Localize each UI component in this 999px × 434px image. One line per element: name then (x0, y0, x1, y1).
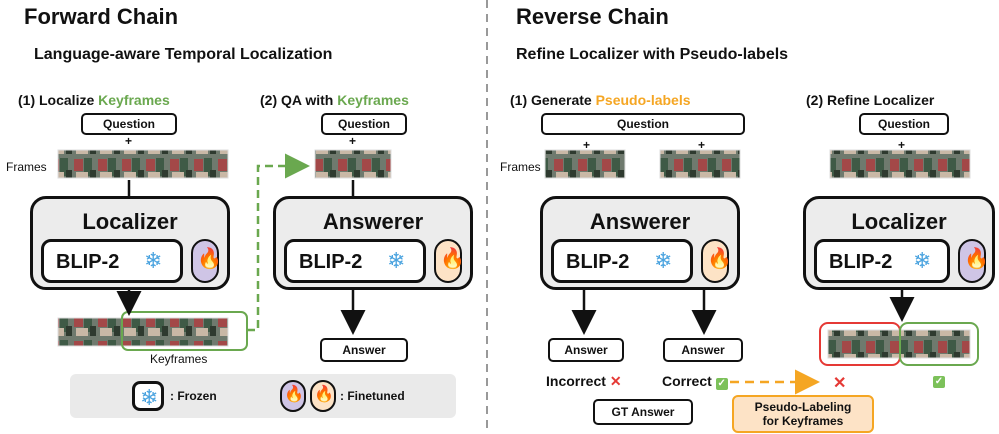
question-box-refine: Question (859, 113, 949, 135)
answerer-title: Answerer (589, 209, 691, 234)
blip2-module-frozen: BLIP-2 ❄ (814, 239, 950, 283)
arrow-keyframes-to-qa (247, 153, 310, 332)
localizer-title: Localizer (82, 209, 178, 234)
forward-step1-prefix: (1) Localize (18, 92, 95, 108)
localizer-block-reverse: Localizer BLIP-2 ❄ 🔥 (803, 196, 995, 290)
blip2-label: BLIP-2 (829, 251, 893, 273)
frames-strip-reverse-left (544, 149, 626, 179)
finetuned-adapter: 🔥 (434, 239, 465, 283)
pseudo-labeling-box: Pseudo-Labeling for Keyframes (732, 395, 874, 433)
finetuned-adapter: 🔥 (958, 239, 989, 283)
reverse-step1-prefix: (1) Generate (510, 92, 592, 108)
answer-box-1: Answer (548, 338, 624, 362)
snowflake-icon: ❄ (144, 248, 163, 273)
snowflake-icon: ❄ (387, 248, 406, 273)
snowflake-icon: ❄ (913, 248, 932, 273)
blip2-label: BLIP-2 (566, 251, 630, 273)
question-box-qa: Question (321, 113, 407, 135)
flame-icon: 🔥 (707, 248, 732, 270)
frames-strip-refine (829, 149, 971, 179)
plus-sign: + (898, 138, 906, 152)
finetuned-adapter: 🔥 (191, 239, 222, 283)
plus-sign: + (349, 134, 357, 148)
finetuned-adapter: 🔥 (701, 239, 732, 283)
forward-chain-subtitle: Language-aware Temporal Localization (34, 46, 333, 63)
plus-sign: + (698, 138, 706, 152)
legend-finetuned-swatch-a: 🔥 (280, 380, 306, 412)
forward-step1-highlight: Keyframes (98, 92, 170, 108)
forward-step1-heading: (1) Localize Keyframes (18, 92, 170, 108)
answerer-block: Answerer BLIP-2 ❄ 🔥 (273, 196, 473, 290)
blip2-module-frozen: BLIP-2 ❄ (551, 239, 693, 283)
incorrect-label: Incorrect (546, 373, 606, 389)
answerer-title: Answerer (322, 209, 424, 234)
frames-strip-reverse-right (659, 149, 741, 179)
answerer-block-reverse: Answerer BLIP-2 ❄ 🔥 (540, 196, 740, 290)
snowflake-icon: ❄ (654, 248, 673, 273)
question-box-generate: Question (541, 113, 745, 135)
forward-step2-heading: (2) QA with Keyframes (260, 92, 409, 108)
answer-box-2: Answer (663, 338, 743, 362)
checkmark-icon: ✓ (933, 376, 945, 388)
frames-strip-forward (57, 149, 229, 179)
blip2-module-frozen: BLIP-2 ❄ (284, 239, 426, 283)
legend: ❄ : Frozen 🔥 🔥 : Finetuned (70, 374, 456, 418)
question-box-localize: Question (81, 113, 177, 135)
flame-icon: 🔥 (314, 386, 334, 403)
cross-icon: ✕ (833, 375, 847, 392)
legend-finetuned-label: : Finetuned (340, 389, 405, 403)
legend-frozen-label: : Frozen (170, 389, 217, 403)
pseudo-labeling-line2: for Keyframes (762, 414, 844, 428)
legend-frozen-swatch: ❄ (132, 381, 164, 411)
flame-icon: 🔥 (440, 248, 465, 270)
localizer-title: Localizer (851, 209, 947, 234)
plus-sign: + (125, 134, 133, 148)
frames-strip-localized (57, 317, 229, 347)
blip2-label: BLIP-2 (56, 251, 120, 273)
reverse-step1-heading: (1) Generate Pseudo-labels (510, 92, 691, 108)
incorrect-result: Incorrect ✕ (546, 373, 622, 390)
gt-answer-box: GT Answer (593, 399, 693, 425)
snowflake-icon: ❄ (140, 385, 159, 410)
reverse-chain-subtitle: Refine Localizer with Pseudo-labels (516, 46, 789, 63)
plus-sign: + (583, 138, 591, 152)
answer-box-forward: Answer (320, 338, 408, 362)
flame-icon: 🔥 (197, 248, 222, 270)
flame-icon: 🔥 (964, 248, 989, 270)
frames-label: Frames (500, 160, 541, 174)
correct-result: Correct ✓ (662, 373, 728, 390)
keyframes-strip-qa (314, 149, 392, 179)
forward-chain-title: Forward Chain (24, 4, 179, 29)
frames-label: Frames (6, 160, 47, 174)
localizer-block: Localizer BLIP-2 ❄ 🔥 (30, 196, 230, 290)
legend-finetuned-swatch-b: 🔥 (310, 380, 336, 412)
blip2-label: BLIP-2 (299, 251, 363, 273)
positive-pseudo-label-box (899, 322, 979, 366)
correct-label: Correct (662, 373, 712, 389)
reverse-chain-title: Reverse Chain (516, 4, 669, 29)
checkmark-icon: ✓ (715, 378, 728, 390)
pseudo-labeling-line1: Pseudo-Labeling (754, 400, 852, 414)
blip2-module-frozen: BLIP-2 ❄ (41, 239, 183, 283)
reverse-step1-highlight: Pseudo-labels (595, 92, 691, 108)
forward-step2-highlight: Keyframes (337, 92, 409, 108)
cross-icon: ✕ (609, 373, 622, 389)
keyframes-label: Keyframes (150, 352, 208, 366)
flame-icon: 🔥 (284, 386, 304, 403)
forward-step2-prefix: (2) QA with (260, 92, 334, 108)
reverse-step2-heading: (2) Refine Localizer (806, 92, 935, 108)
